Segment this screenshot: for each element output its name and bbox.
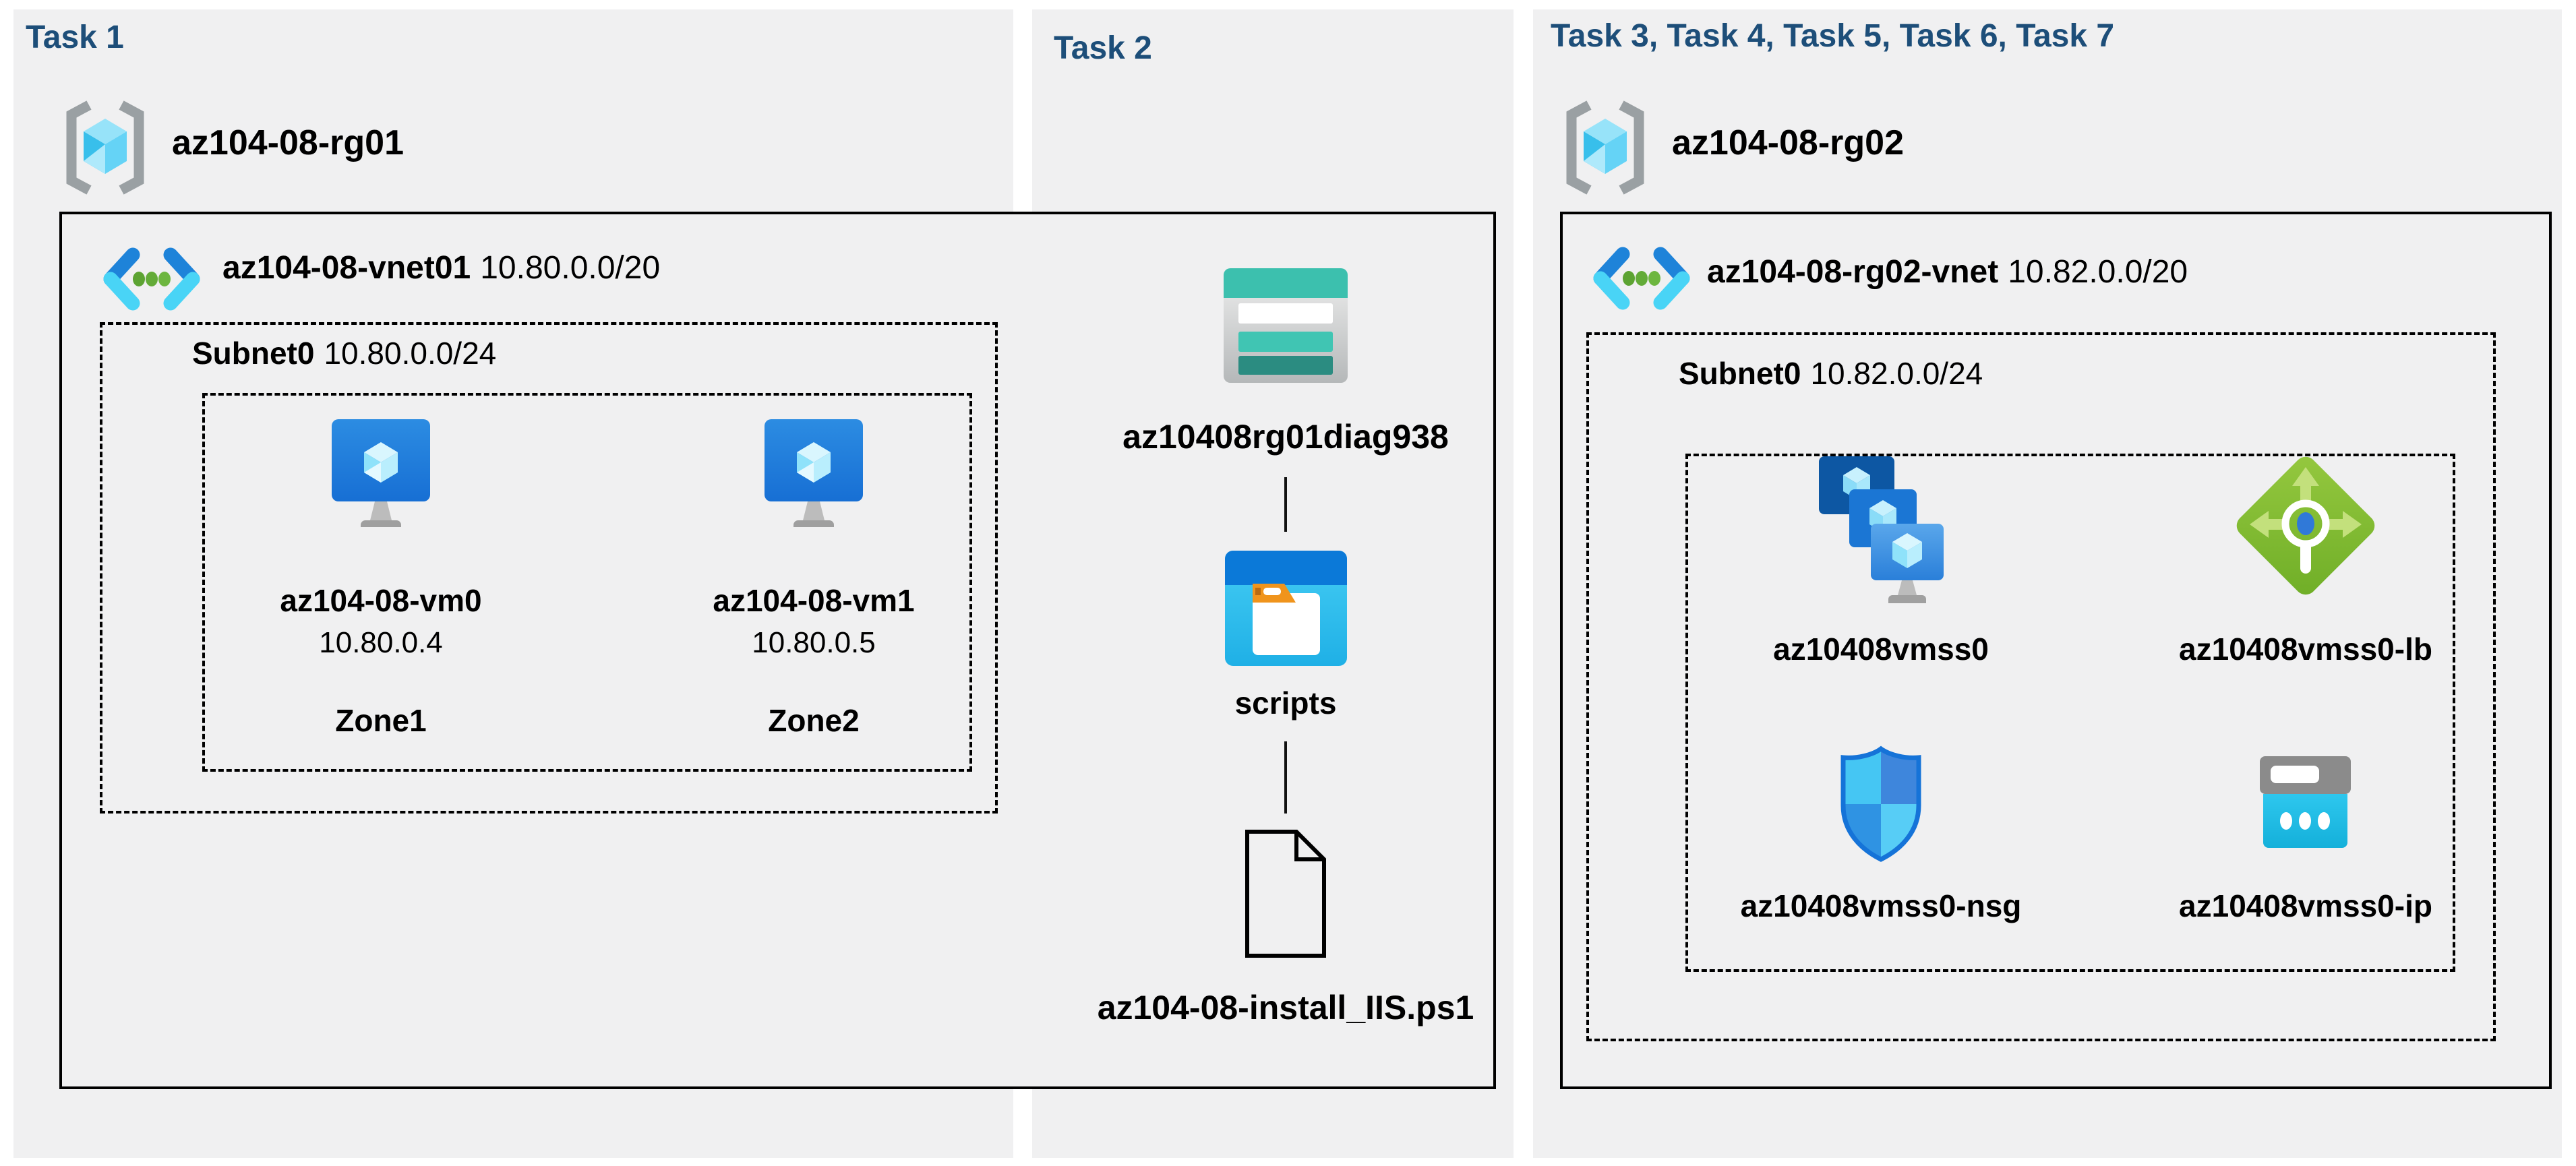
- vm1-name: az104-08-vm1: [713, 583, 915, 618]
- subnet1-box: [100, 322, 998, 814]
- subnet1-cidr: 10.80.0.0/24: [324, 336, 497, 371]
- vm1-ip: 10.80.0.5: [752, 626, 876, 659]
- nsg-shield-icon: [1834, 743, 1928, 865]
- connector-scripts-file: [1284, 741, 1287, 814]
- resource-group-icon: [62, 100, 148, 195]
- vm0-zone: Zone1: [335, 703, 427, 738]
- resource-group-name: az104-08-rg01: [172, 123, 404, 162]
- public-ip-icon: [2260, 756, 2351, 851]
- vmss-name: az10408vmss0: [1773, 632, 1989, 667]
- vnet2-box: [1560, 212, 2552, 1089]
- task3-heading: Task 3, Task 4, Task 5, Task 6, Task 7: [1551, 18, 2115, 54]
- connector-storage-scripts: [1284, 477, 1287, 532]
- blob-container-icon: [1225, 551, 1347, 666]
- virtual-machine-icon: [763, 418, 864, 534]
- vm1-zone: Zone2: [768, 703, 860, 738]
- vnet2-cidr: 10.82.0.0/20: [2008, 254, 2188, 290]
- storage-account-icon: [1224, 268, 1348, 383]
- virtual-machine-icon: [330, 418, 431, 534]
- public-ip-name: az10408vmss0-ip: [2179, 888, 2432, 923]
- subnet2-name: Subnet0: [1679, 356, 1801, 391]
- vnet-icon: [1591, 243, 1692, 314]
- vm0-ip: 10.80.0.4: [319, 626, 443, 659]
- storage-account-name: az10408rg01diag938: [1122, 418, 1449, 456]
- subnet2-label: Subnet0 10.82.0.0/24: [1679, 358, 1983, 389]
- vnet-icon: [101, 243, 202, 315]
- vnet2-name: az104-08-rg02-vnet: [1707, 254, 1999, 290]
- vmss-group-box: [1685, 454, 2455, 972]
- resource-group-icon: [1562, 100, 1648, 195]
- vnet1-name: az104-08-vnet01: [222, 250, 471, 286]
- load-balancer-icon: [2228, 448, 2383, 603]
- task2-heading: Task 2: [1054, 30, 1152, 66]
- container-name: scripts: [1234, 685, 1337, 720]
- subnet2-cidr: 10.82.0.0/24: [1810, 356, 1983, 391]
- resource-group-name: az104-08-rg02: [1672, 123, 1904, 162]
- vmss-icon: [1819, 456, 1944, 603]
- load-balancer-name: az10408vmss0-lb: [2179, 632, 2432, 667]
- vnet1-cidr: 10.80.0.0/20: [480, 250, 661, 286]
- vm-zone-box: [202, 393, 972, 772]
- subnet1-name: Subnet0: [192, 336, 315, 371]
- subnet1-label: Subnet0 10.80.0.0/24: [192, 338, 496, 369]
- subnet2-box: [1586, 332, 2496, 1041]
- script-file-name: az104-08-install_IIS.ps1: [1097, 989, 1474, 1026]
- script-file-icon: [1244, 828, 1327, 959]
- vm0-name: az104-08-vm0: [280, 583, 482, 618]
- nsg-name: az10408vmss0-nsg: [1740, 888, 2022, 923]
- task1-heading: Task 1: [26, 20, 124, 55]
